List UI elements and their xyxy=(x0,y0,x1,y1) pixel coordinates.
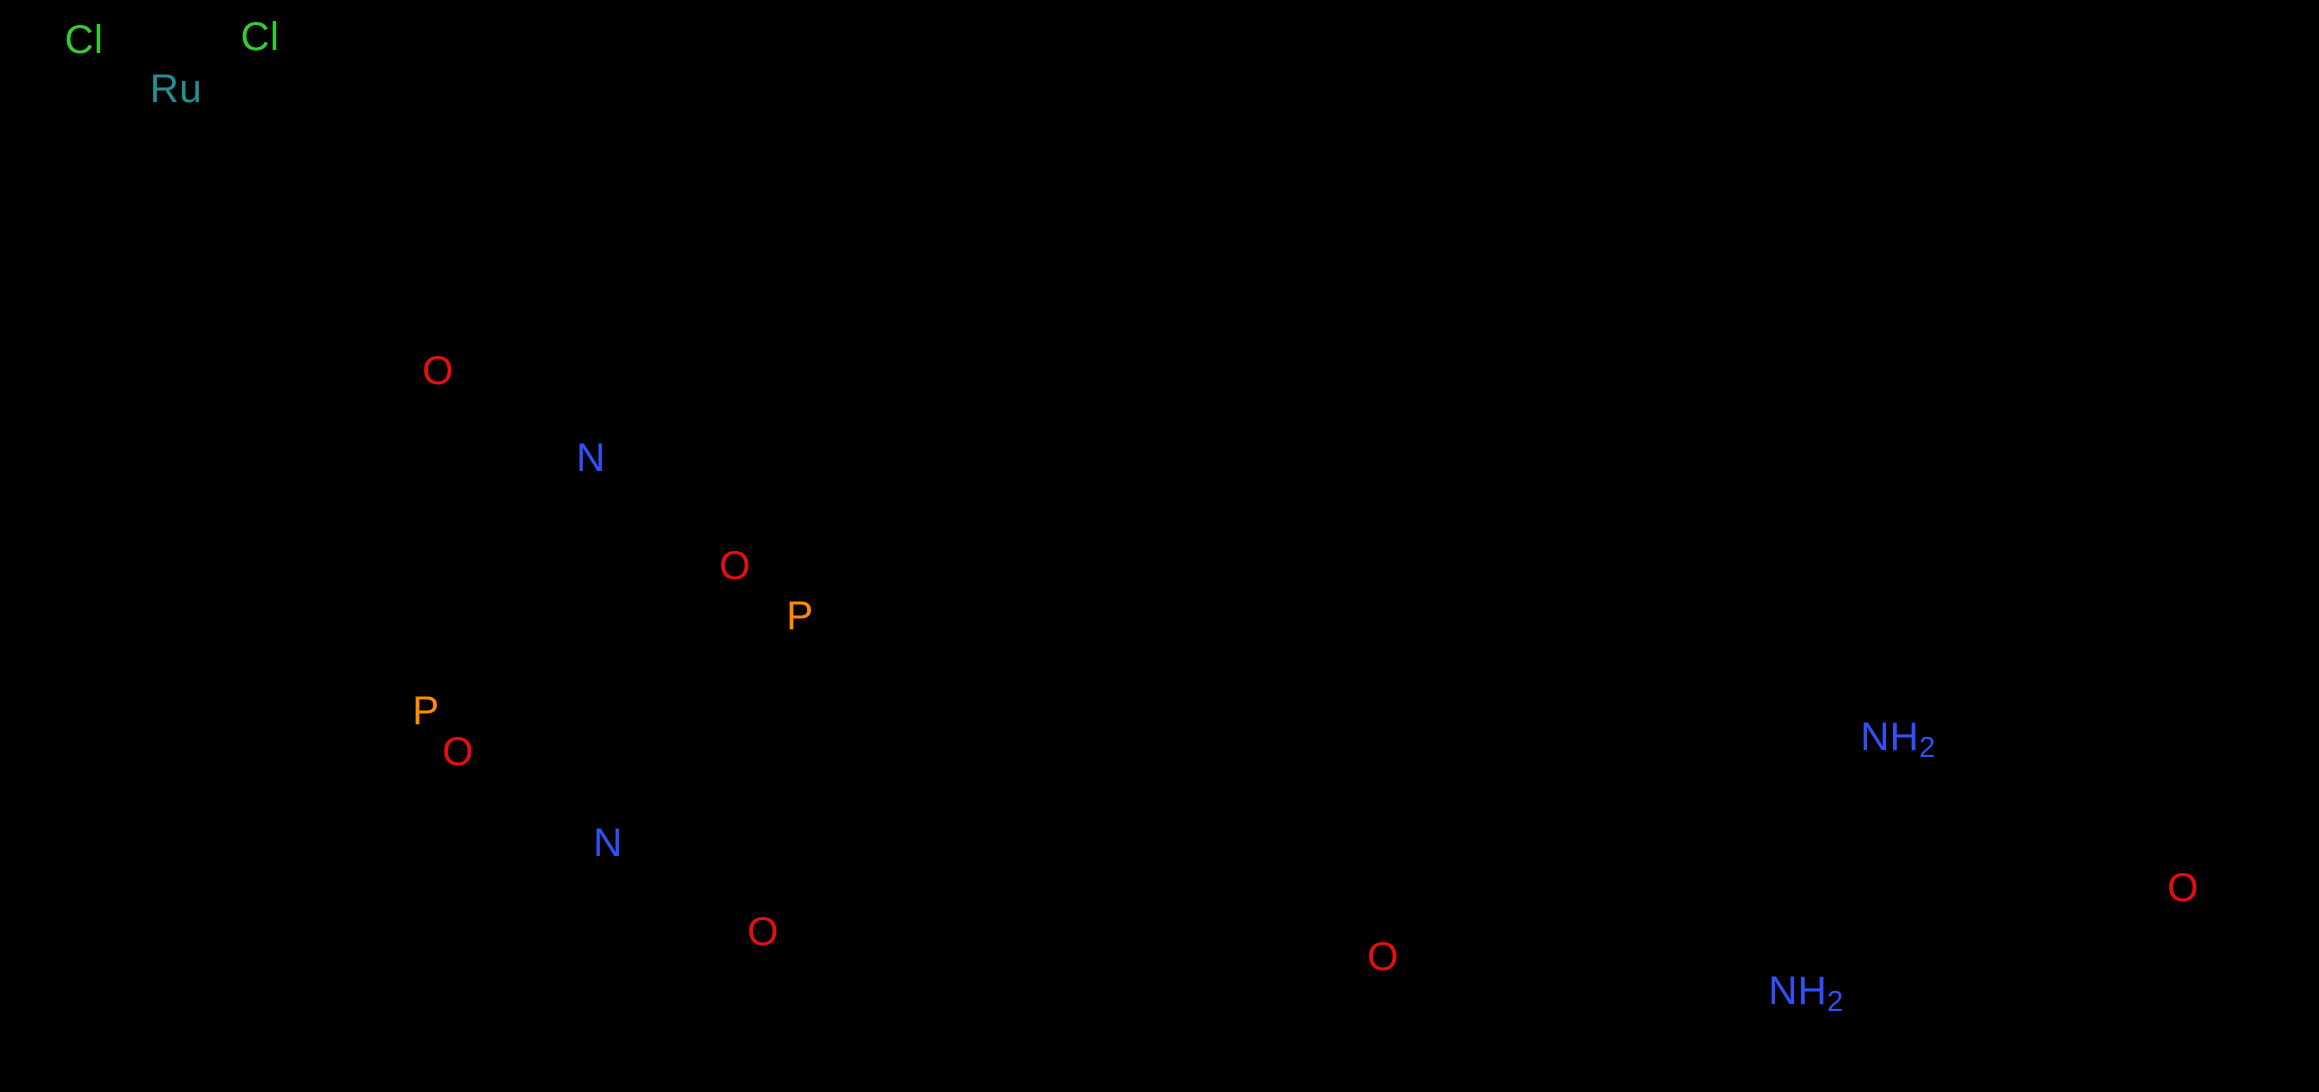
atom-p-2: P xyxy=(412,689,440,733)
atom-cl-1: Cl xyxy=(64,18,104,62)
atom-nh2-1-subscript: 2 xyxy=(1919,732,1936,765)
atom-nh2-1: NH2 xyxy=(1860,715,1936,765)
atom-o-2: O xyxy=(719,544,751,588)
atom-o-4: O xyxy=(747,910,779,954)
atom-o-3: O xyxy=(442,730,474,774)
atom-o-6: O xyxy=(2167,866,2199,910)
atom-n-1: N xyxy=(576,436,606,480)
atom-p-1: P xyxy=(786,594,814,638)
atom-o-5: O xyxy=(1367,935,1399,979)
atom-nh2-2-subscript: 2 xyxy=(1827,986,1844,1019)
atom-o-1: O xyxy=(422,349,454,393)
atom-ru: Ru xyxy=(149,67,203,111)
atom-n-2: N xyxy=(593,821,623,865)
atom-cl-2: Cl xyxy=(240,15,280,59)
atom-nh2-2: NH2 xyxy=(1768,969,1844,1019)
